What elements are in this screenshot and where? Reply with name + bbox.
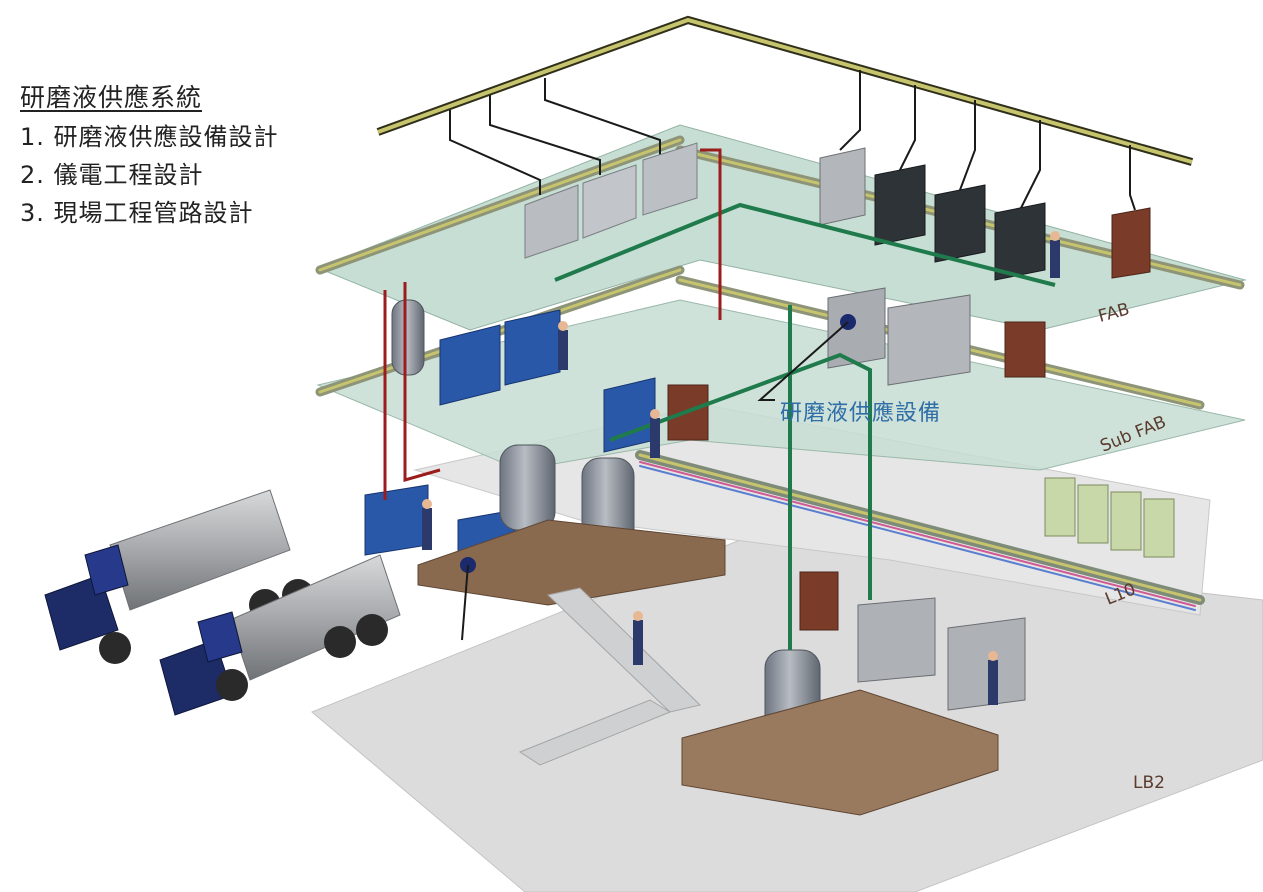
pit-upper (417, 519, 726, 606)
legend: 研磨液供應系統 1. 研磨液供應設備設計 2. 儀電工程設計 3. 現場工程管路… (20, 78, 279, 232)
legend-item-2: 2. 儀電工程設計 (20, 161, 204, 189)
callout-leaders (460, 314, 856, 641)
pit-lower (681, 689, 999, 816)
ceiling-cables (449, 70, 1136, 211)
ceiling-pipe-frame (376, 15, 1194, 166)
legend-item-3: 3. 現場工程管路設計 (20, 199, 254, 227)
red-pipes (383, 148, 722, 500)
legend-item-1: 1. 研磨液供應設備設計 (20, 123, 279, 151)
subfab-units (1044, 477, 1175, 558)
label-lb2: LB2 (1133, 773, 1165, 793)
workers (422, 231, 1060, 705)
green-pipes (554, 202, 1056, 650)
fab-cabinets (524, 142, 1151, 281)
fab-floor (316, 124, 1247, 331)
tanker-truck-2 (159, 554, 401, 716)
slurry-equipment-callout: 研磨液供應設備 (780, 401, 942, 426)
gray-equipment (827, 287, 1026, 711)
legend-title: 研磨液供應系統 (20, 83, 203, 112)
brick-cabinets (667, 321, 1046, 631)
staircase (518, 587, 702, 766)
